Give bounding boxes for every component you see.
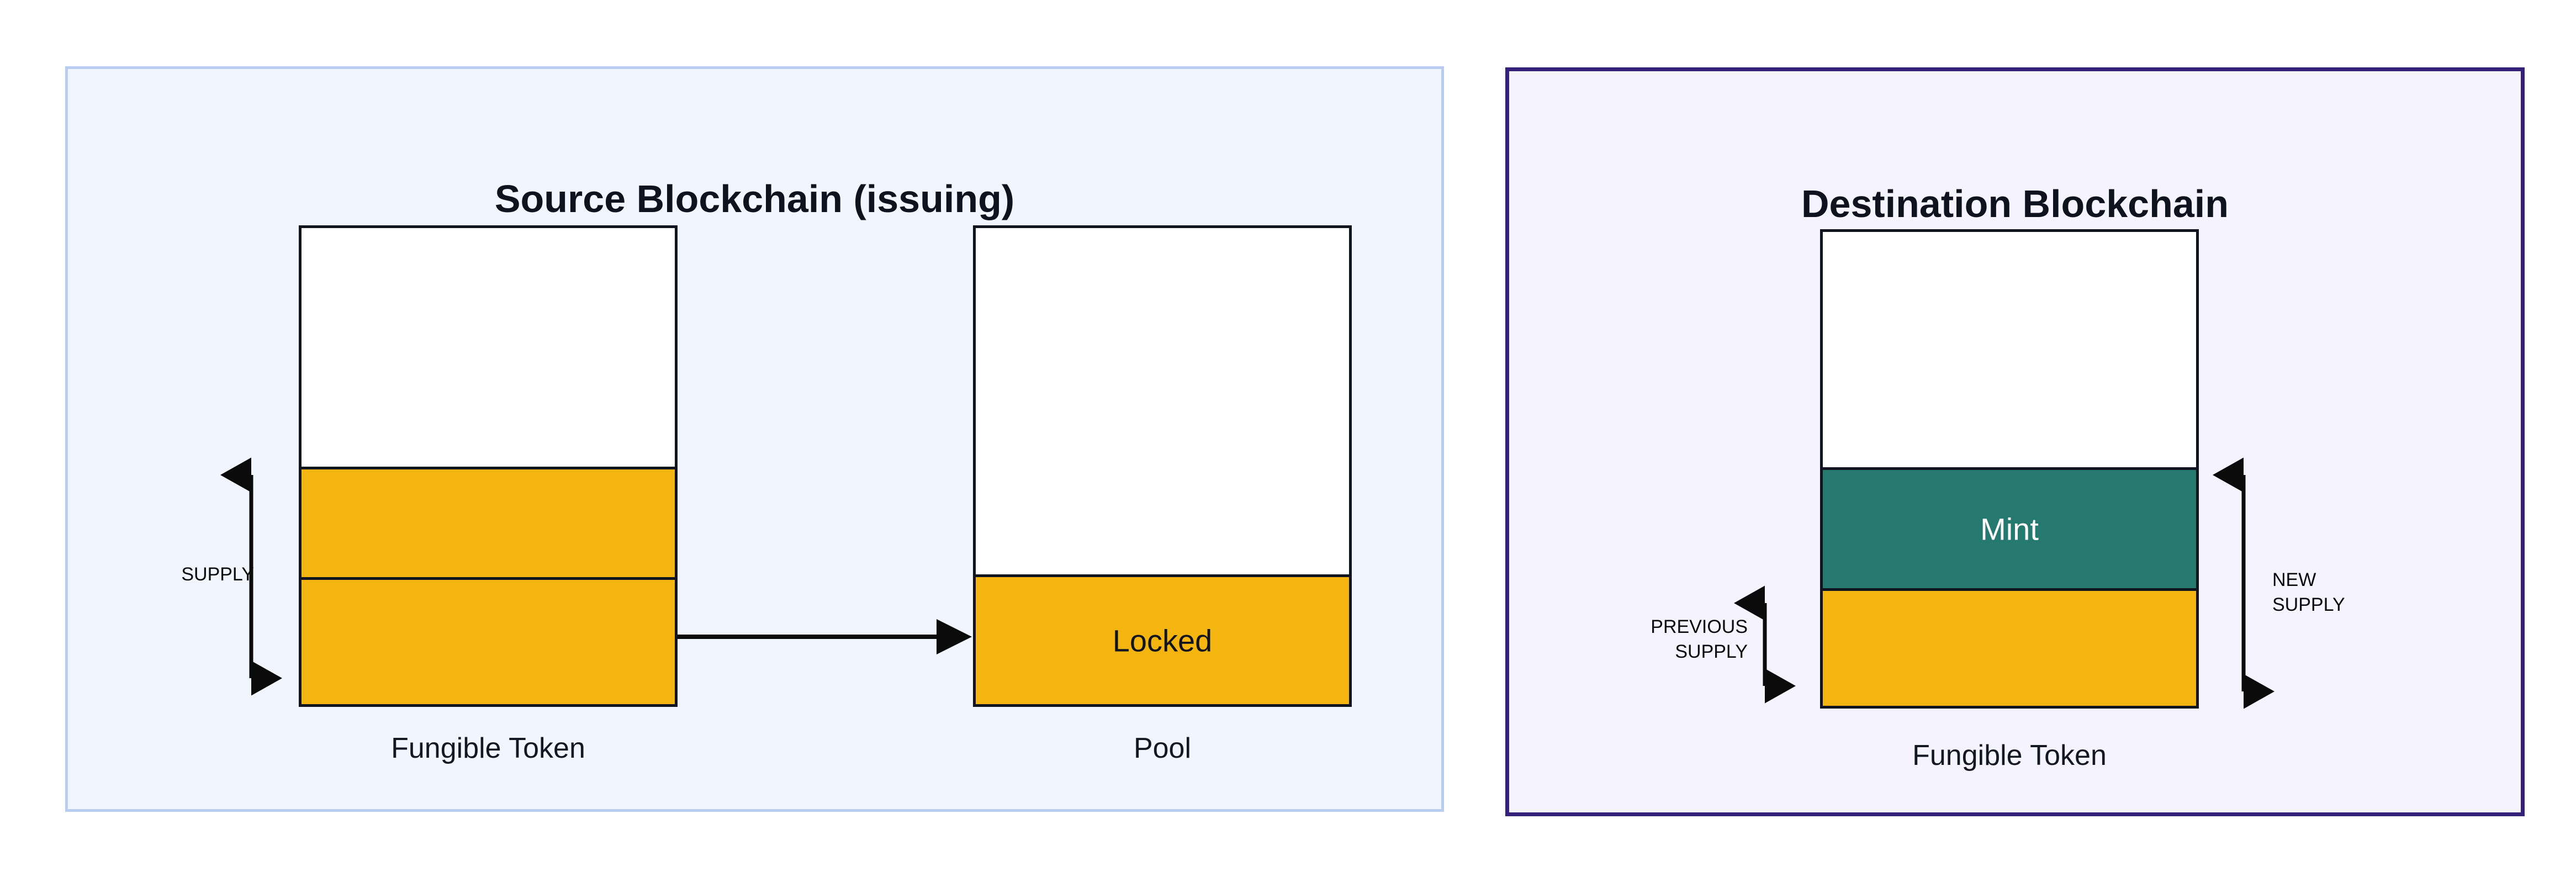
source-supply-upper-segment [299, 467, 678, 580]
source-pool-bar: Locked [973, 225, 1352, 707]
destination-fungible-token-bar: Mint [1820, 229, 2199, 709]
source-fungible-token-caption: Fungible Token [391, 732, 585, 764]
destination-mint-segment: Mint [1820, 467, 2199, 591]
destination-previous-supply-segment [1820, 588, 2199, 709]
destination-mint-label: Mint [1980, 511, 2039, 547]
source-panel-title: Source Blockchain (issuing) [494, 177, 1015, 220]
previous-supply-annotation-label: PREVIOUS SUPPLY [1651, 616, 1748, 662]
source-pool-caption: Pool [1133, 732, 1192, 764]
source-supply-lower-segment [299, 577, 678, 707]
source-fungible-token-bar [299, 225, 678, 707]
destination-fungible-token-caption: Fungible Token [1912, 739, 2107, 772]
destination-panel-title: Destination Blockchain [1801, 182, 2229, 225]
source-pool-locked-label: Locked [1112, 623, 1213, 658]
source-pool-locked-segment: Locked [973, 574, 1352, 707]
new-supply-annotation-label: NEW SUPPLY [2272, 569, 2345, 615]
supply-annotation-label: SUPPLY [181, 564, 254, 585]
